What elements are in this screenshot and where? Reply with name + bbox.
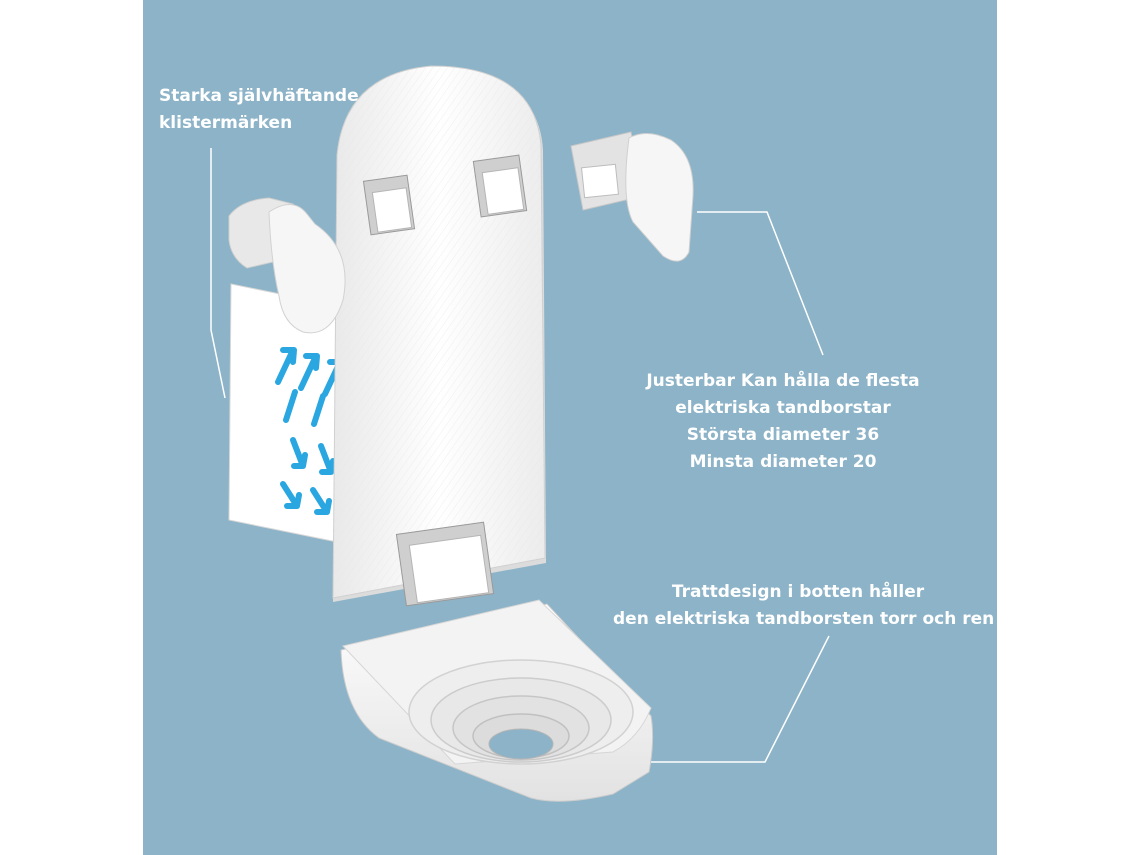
plate-clip-top-right [472, 154, 528, 218]
adjustable-callout-line-3: Största diameter 36 [686, 425, 880, 445]
funnel-callout: Trattdesign i botten håller den elektris… [613, 579, 995, 633]
adhesive-callout-line-1: Starka självhäftande [159, 86, 359, 106]
funnel-drain-hole [488, 728, 554, 760]
back-plate [332, 65, 546, 607]
funnel-callout-line-2: den elektriska tandborsten torr och ren [613, 609, 995, 629]
plate-clip-bottom [395, 521, 495, 607]
adjustable-callout-line-1: Justerbar Kan hålla de flesta [646, 371, 920, 391]
right-hook [570, 131, 694, 262]
plate-clip-top-left [362, 174, 416, 236]
adjustable-callout-line-4: Minsta diameter 20 [689, 452, 877, 472]
adhesive-callout-line-2: klistermärken [159, 113, 293, 133]
adhesive-callout: Starka självhäftande klistermärken [159, 83, 359, 137]
adjustable-callout-line-2: elektriska tandborstar [675, 398, 891, 418]
funnel-tray [340, 599, 654, 802]
leader-line-funnel [651, 635, 830, 763]
holder-exploded-view [210, 65, 830, 802]
left-hook [228, 197, 346, 334]
leader-line-adjustable [697, 211, 824, 356]
product-panel: Starka självhäftande klistermärken Juste… [143, 0, 997, 855]
adjustable-callout: Justerbar Kan hålla de flesta elektriska… [633, 368, 933, 476]
funnel-callout-line-1: Trattdesign i botten håller [671, 582, 925, 602]
leader-line-adhesive [210, 148, 226, 399]
